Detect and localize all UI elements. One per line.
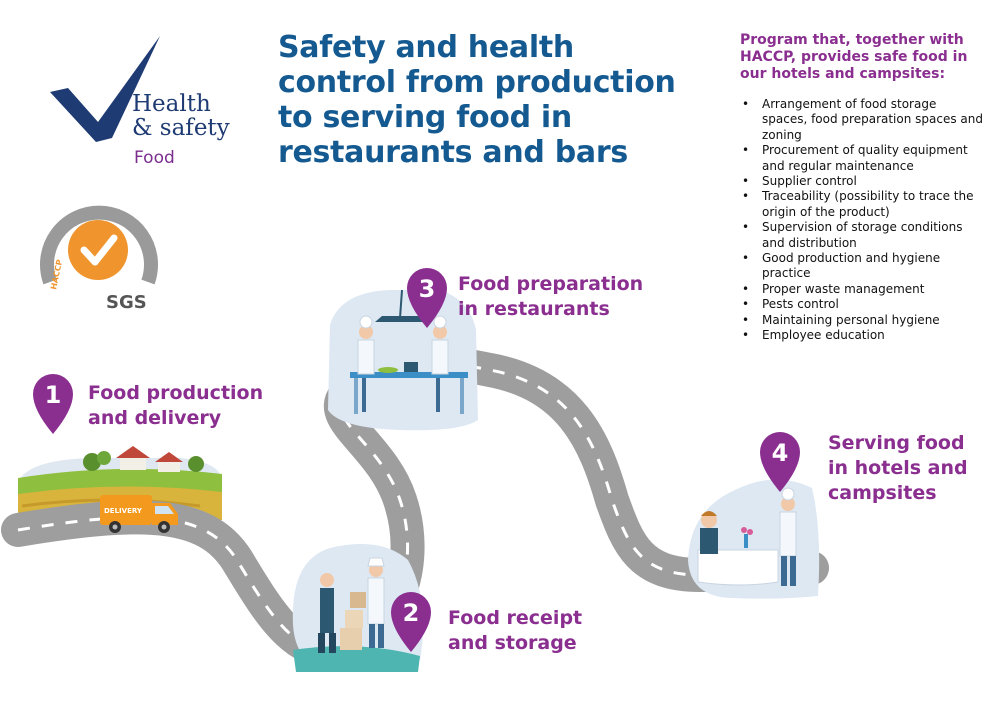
- step-4-number: 4: [772, 439, 789, 467]
- step-1-number: 1: [45, 381, 62, 409]
- step-1-pin-icon: 1: [33, 374, 73, 434]
- step-4-label: Serving food in hotels and campsites: [828, 431, 968, 506]
- program-item: Supplier control: [740, 174, 985, 190]
- program-list: Arrangement of food storage spaces, food…: [740, 97, 985, 344]
- step-2-line-1: Food receipt: [448, 607, 583, 629]
- title-line-2: control from production: [278, 65, 676, 100]
- logo-subtitle: Food: [134, 148, 175, 168]
- step-4-line-2: in hotels and: [828, 457, 968, 479]
- serving-scene: [688, 479, 820, 599]
- delivery-truck: DELIVERY: [100, 495, 178, 533]
- logo-line-1: Health: [132, 91, 211, 117]
- step-2-line-2: and storage: [448, 632, 577, 654]
- step-3-label: Food preparation in restaurants: [458, 272, 643, 322]
- kitchen-scene: [328, 289, 478, 431]
- step-3-line-1: Food preparation: [458, 273, 644, 295]
- truck-label: DELIVERY: [104, 507, 143, 515]
- program-item: Arrangement of food storage spaces, food…: [740, 97, 985, 143]
- step-4-pin-icon: 4: [760, 432, 800, 492]
- program-item: Good production and hygiene practice: [740, 251, 985, 282]
- program-panel: Program that, together with HACCP, provi…: [740, 32, 985, 344]
- program-item: Maintaining personal hygiene: [740, 313, 985, 329]
- program-heading: Program that, together with HACCP, provi…: [740, 32, 968, 82]
- step-4-line-1: Serving food: [828, 432, 965, 454]
- program-item: Employee education: [740, 328, 985, 344]
- check-logo-icon: [50, 36, 160, 142]
- title-line-3: to serving food in: [278, 100, 572, 135]
- storage-scene: [292, 544, 424, 672]
- step-2-label: Food receipt and storage: [448, 606, 582, 656]
- step-3-line-2: in restaurants: [458, 298, 610, 320]
- step-3-number: 3: [419, 275, 436, 303]
- step-2-pin-icon: 2: [391, 592, 431, 652]
- step-2-number: 2: [403, 599, 420, 627]
- page-title: Safety and health control from productio…: [278, 30, 708, 170]
- logo-line-2: & safety: [132, 115, 230, 141]
- step-1-line-1: Food production: [88, 382, 264, 404]
- logo-wordmark: Health & safety: [132, 92, 230, 140]
- program-item: Pests control: [740, 297, 985, 313]
- step-3-pin-icon: 3: [407, 268, 447, 328]
- title-line-1: Safety and health: [278, 30, 574, 65]
- title-line-4: restaurants and bars: [278, 135, 628, 170]
- step-4-line-3: campsites: [828, 482, 937, 504]
- program-item: Traceability (possibility to trace the o…: [740, 189, 985, 220]
- step-1-label: Food production and delivery: [88, 381, 263, 431]
- haccp-certification-icon: SYSTEM CERTIFICATION HACCP SGS: [40, 143, 158, 313]
- program-item: Procurement of quality equipment and reg…: [740, 143, 985, 174]
- program-item: Proper waste management: [740, 282, 985, 298]
- step-1-line-2: and delivery: [88, 407, 222, 429]
- program-item: Supervision of storage conditions and di…: [740, 220, 985, 251]
- certification-brand: SGS: [106, 292, 147, 313]
